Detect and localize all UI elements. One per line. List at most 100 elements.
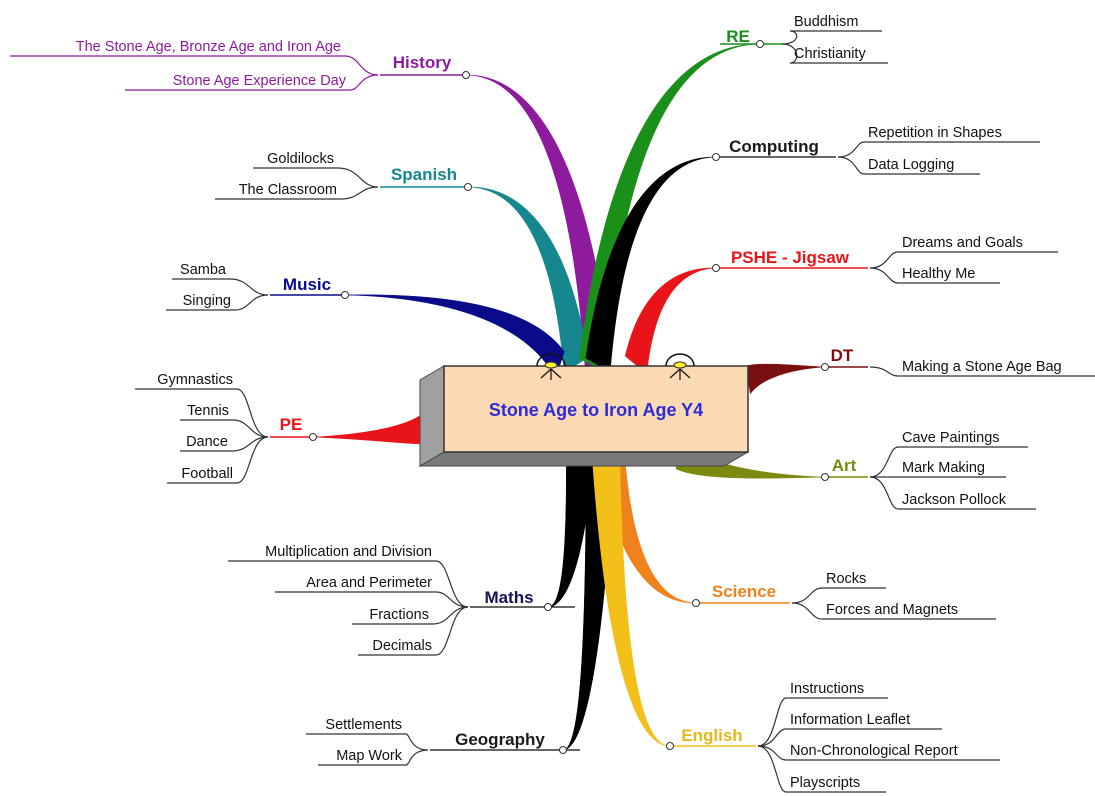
child-connector-english [757, 745, 787, 793]
child-connector-dt [869, 366, 899, 377]
child-connector-geography [405, 733, 429, 751]
child-label-english: Instructions [790, 681, 864, 697]
child-label-re: Buddhism [794, 14, 858, 30]
branch-label-science: Science [712, 582, 776, 601]
child-connector-art [869, 476, 899, 510]
branch-node-pe [309, 433, 317, 441]
child-label-history: The Stone Age, Bronze Age and Iron Age [76, 39, 341, 55]
child-label-pe: Dance [186, 434, 228, 450]
branch-label-pshe: PSHE - Jigsaw [731, 248, 850, 267]
child-connector-spanish [337, 167, 379, 188]
lightbulb-icon [665, 353, 695, 380]
branch-node-pshe [712, 264, 720, 272]
labels-layer: Stone Age to Iron Age Y4 History The Stone… [76, 14, 1062, 791]
child-connector-english [757, 728, 787, 747]
lightbulb-icon [536, 353, 566, 380]
branch-node-dt [821, 363, 829, 371]
branch-label-re: RE [726, 27, 750, 46]
child-connector-maths [435, 591, 469, 608]
branch-label-spanish: Spanish [391, 165, 457, 184]
branch-node-english [666, 742, 674, 750]
child-connector-music [229, 278, 269, 296]
child-label-maths: Multiplication and Division [265, 544, 432, 560]
child-label-art: Cave Paintings [902, 430, 1000, 446]
branch-curve-dt [745, 363, 826, 395]
child-connector-music [234, 294, 269, 311]
child-connector-maths [432, 606, 469, 625]
branch-node-computing [712, 153, 720, 161]
branch-curve-pe [312, 415, 422, 445]
child-connector-pe [236, 436, 269, 484]
branch-label-dt: DT [831, 346, 854, 365]
child-connector-re [781, 30, 798, 45]
branch-node-spanish [464, 183, 472, 191]
child-connector-art [869, 446, 899, 478]
branch-label-history: History [393, 53, 452, 72]
child-label-pe: Tennis [187, 403, 229, 419]
central-box-side [419, 365, 445, 467]
child-connector-history [344, 55, 379, 76]
child-connector-pe [236, 388, 269, 438]
child-connector-english [757, 697, 787, 747]
child-label-spanish: The Classroom [239, 182, 337, 198]
child-label-english: Information Leaflet [790, 712, 910, 728]
branch-label-art: Art [832, 456, 857, 475]
child-connector-pshe [869, 267, 899, 284]
child-label-english: Playscripts [790, 775, 860, 791]
child-label-pe: Football [181, 466, 233, 482]
child-label-maths: Fractions [369, 607, 429, 623]
branch-label-computing: Computing [729, 137, 819, 156]
branch-node-art [821, 473, 829, 481]
child-label-maths: Decimals [372, 638, 432, 654]
branch-node-re [756, 40, 764, 48]
child-label-re: Christianity [794, 46, 866, 62]
central-box-face [443, 365, 749, 453]
child-connector-science [791, 602, 823, 620]
child-label-art: Mark Making [902, 460, 985, 476]
child-connector-maths [435, 560, 469, 608]
branch-node-science [692, 599, 700, 607]
branch-label-maths: Maths [484, 588, 533, 607]
child-label-dt: Making a Stone Age Bag [902, 359, 1062, 375]
child-label-pshe: Dreams and Goals [902, 235, 1023, 251]
child-label-maths: Area and Perimeter [306, 575, 432, 591]
child-label-art: Jackson Pollock [902, 492, 1007, 508]
branch-label-english: English [681, 726, 742, 745]
child-connector-spanish [340, 186, 379, 200]
central-topic-layer [418, 353, 750, 467]
child-label-geography: Settlements [325, 717, 402, 733]
child-label-music: Singing [183, 293, 231, 309]
child-connector-geography [405, 749, 429, 766]
branch-node-history [462, 71, 470, 79]
child-label-history: Stone Age Experience Day [173, 73, 347, 89]
child-label-geography: Map Work [336, 748, 403, 764]
branch-label-pe: PE [280, 415, 303, 434]
branch-node-music [341, 291, 349, 299]
child-label-science: Rocks [826, 571, 866, 587]
child-label-music: Samba [180, 262, 227, 278]
connector-lines-layer [10, 30, 1095, 793]
child-connector-maths [435, 606, 469, 656]
branch-label-geography: Geography [455, 730, 545, 749]
branch-curve-english [592, 451, 671, 747]
child-label-pshe: Healthy Me [902, 266, 975, 282]
child-label-pe: Gymnastics [157, 372, 233, 388]
branch-node-maths [544, 603, 552, 611]
branch-label-music: Music [283, 275, 331, 294]
child-connector-computing [837, 141, 865, 158]
child-label-computing: Data Logging [868, 157, 954, 173]
child-connector-pshe [869, 251, 899, 269]
child-label-computing: Repetition in Shapes [868, 125, 1002, 141]
child-connector-history [349, 74, 379, 91]
central-topic-title: Stone Age to Iron Age Y4 [489, 400, 703, 420]
child-connector-computing [837, 156, 865, 175]
central-box-bottom [418, 451, 750, 467]
child-connector-english [757, 745, 787, 761]
child-label-spanish: Goldilocks [267, 151, 334, 167]
child-connector-science [791, 587, 823, 604]
child-label-english: Non-Chronological Report [790, 743, 958, 759]
child-connector-pe [232, 419, 269, 438]
child-label-science: Forces and Magnets [826, 602, 958, 618]
